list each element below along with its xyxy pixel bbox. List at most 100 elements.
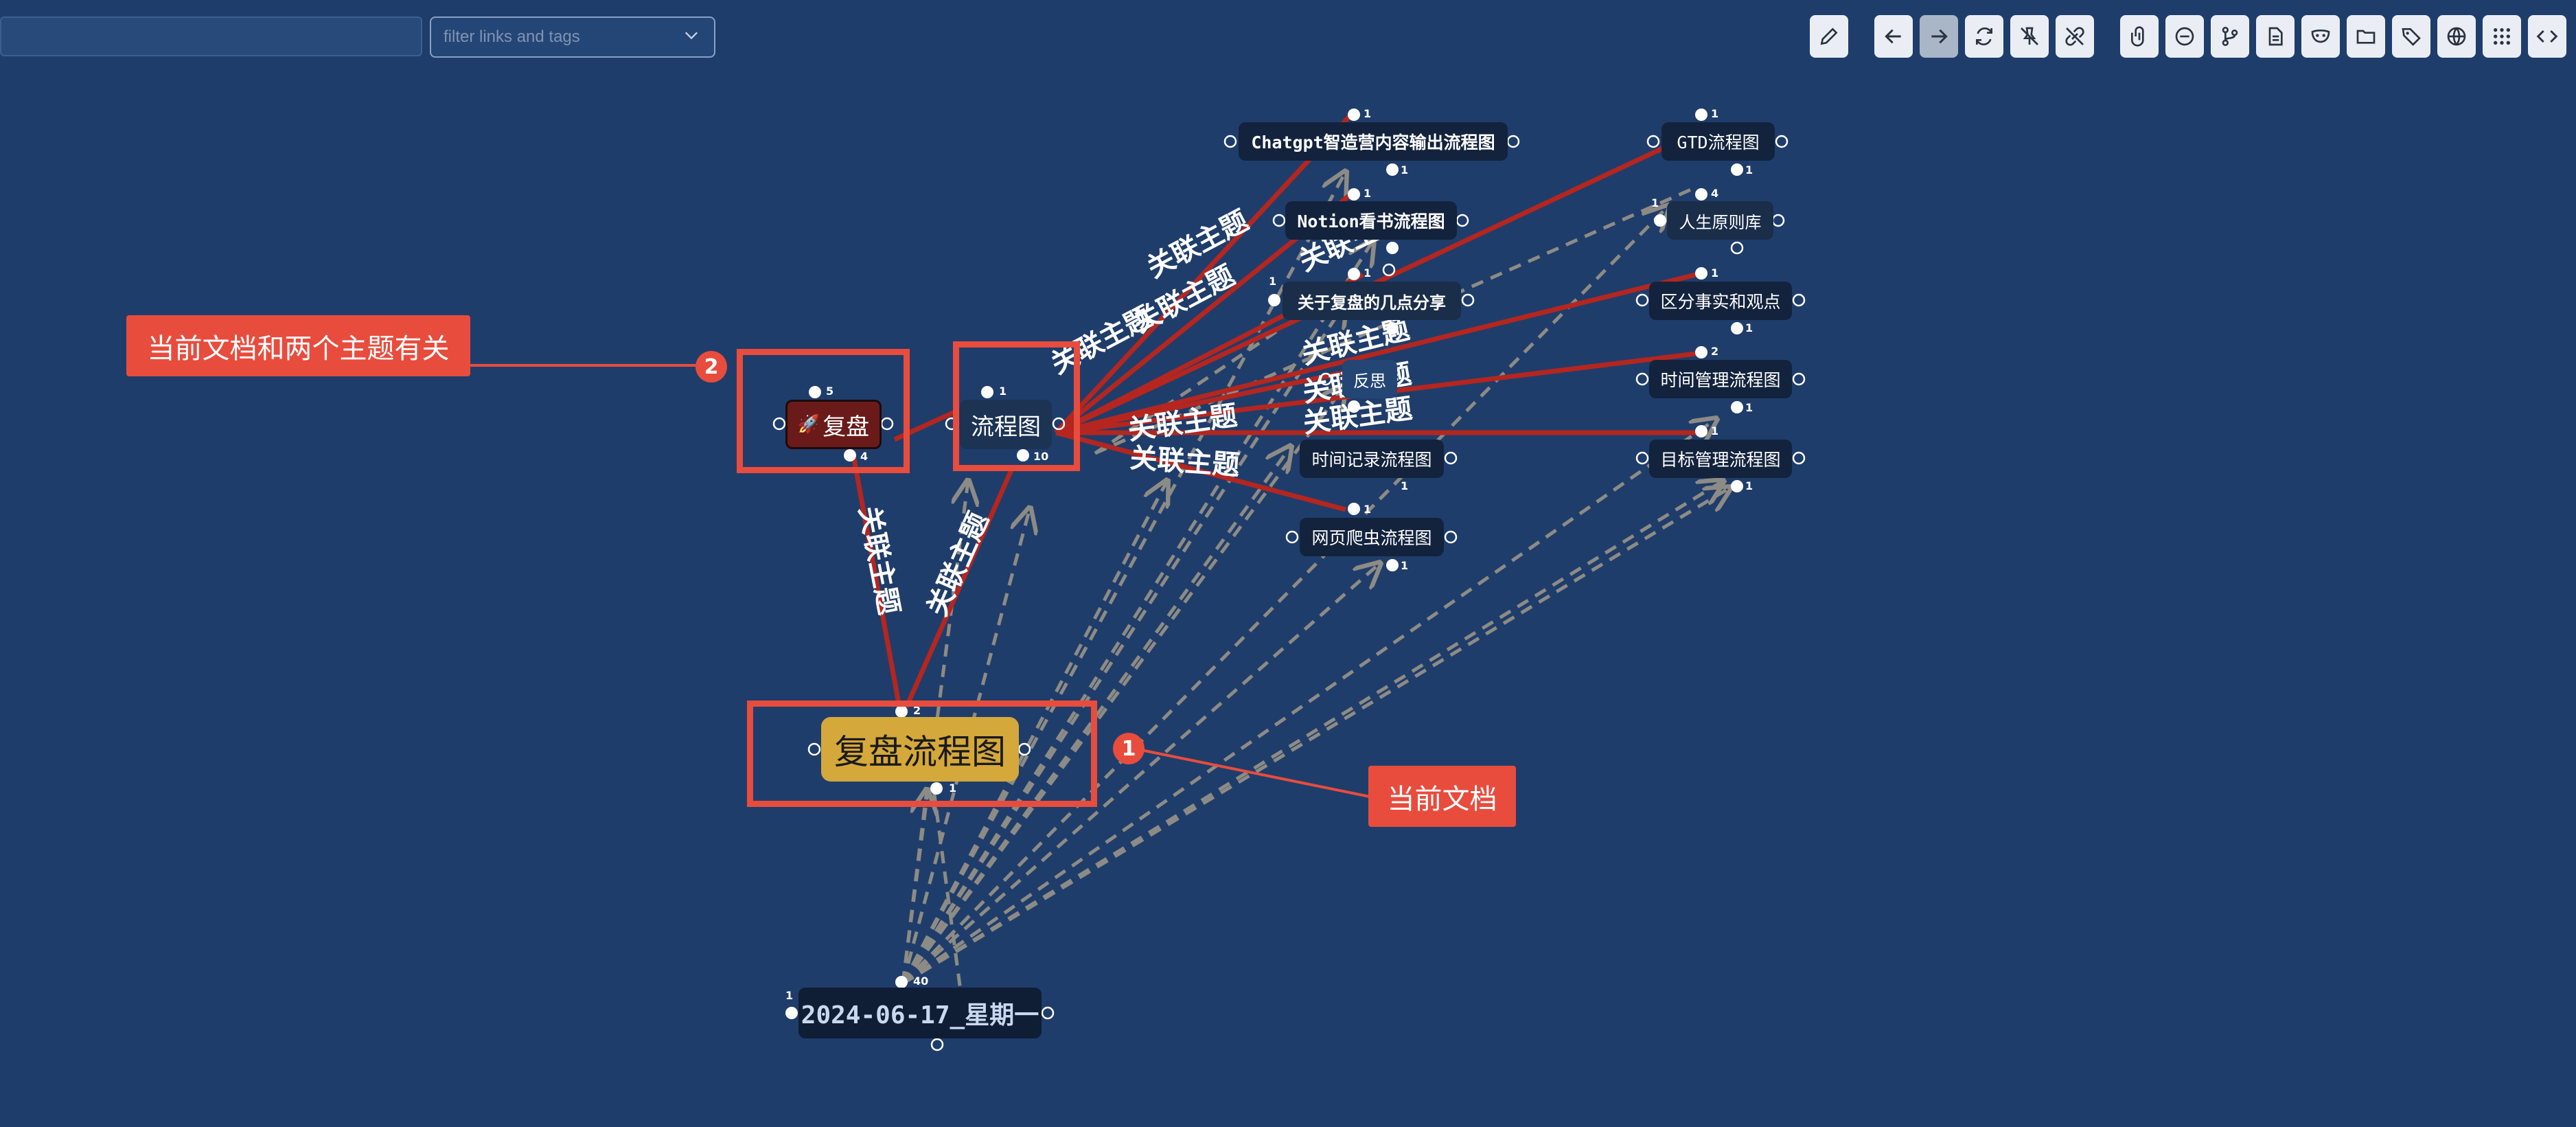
node-label: 目标管理流程图	[1660, 450, 1781, 470]
node-label: 时间管理流程图	[1660, 370, 1781, 390]
document-button[interactable]	[2256, 15, 2295, 58]
callout-current-doc: 当前文档	[1368, 766, 1516, 827]
node-count: 1	[1401, 163, 1409, 177]
badge-2: 2	[695, 351, 727, 383]
node-count: 1	[1364, 107, 1372, 120]
node-label: 反思	[1353, 371, 1386, 391]
branch-button[interactable]	[2211, 15, 2249, 58]
node-label: 2024-06-17_星期一	[801, 1001, 1039, 1029]
mask-icon	[2311, 30, 2330, 43]
refresh-button[interactable]	[1965, 15, 2003, 58]
node-count: 1	[785, 989, 794, 1002]
node-label: 时间记录流程图	[1311, 450, 1432, 470]
collapse-button[interactable]	[2165, 15, 2204, 58]
document-icon	[2268, 27, 2283, 46]
node-label: 网页爬虫流程图	[1311, 528, 1432, 548]
tag-icon	[2402, 28, 2421, 46]
node-count: 1	[1401, 559, 1409, 572]
web-button[interactable]	[2437, 15, 2476, 58]
node-label: 区分事实和观点	[1660, 292, 1781, 312]
edge-label: 关联主题	[921, 508, 995, 621]
filter-select[interactable]: filter links and tags	[430, 16, 715, 58]
filter-placeholder: filter links and tags	[444, 27, 580, 46]
node-count: 1	[1745, 479, 1753, 492]
node-count: 2	[1711, 345, 1719, 358]
badge-number: 1	[1121, 736, 1136, 761]
node-count: 10	[1033, 450, 1049, 463]
node-count: 1	[999, 385, 1007, 398]
paperclip-icon	[2131, 26, 2144, 47]
node-goal-mgmt[interactable]: 目标管理流程图	[1649, 440, 1792, 478]
search-input[interactable]	[0, 16, 422, 56]
edge-label: 关联主题	[1142, 205, 1254, 284]
callout-text: 当前文档	[1387, 783, 1497, 815]
node-fansi[interactable]: 反思	[1342, 360, 1397, 398]
unpin-button[interactable]	[2010, 15, 2049, 58]
globe-icon	[2447, 27, 2466, 46]
node-count: 1	[1364, 187, 1372, 200]
node-count: 1	[1711, 107, 1719, 120]
edge-label: 关联主题	[1129, 442, 1241, 481]
node-count: 1	[1745, 321, 1753, 334]
node-notion-flow[interactable]: Notion看书流程图	[1285, 201, 1457, 240]
node-fupan-share[interactable]: 关于复盘的几点分享	[1283, 282, 1461, 320]
code-icon	[2536, 30, 2558, 43]
tag-button[interactable]	[2392, 15, 2430, 58]
disconnect-button[interactable]	[2056, 15, 2094, 58]
node-crawler-flow[interactable]: 网页爬虫流程图	[1300, 518, 1444, 556]
node-gtd-flow[interactable]: GTD流程图	[1661, 122, 1775, 161]
mask-button[interactable]	[2301, 15, 2340, 58]
node-count: 1	[1711, 266, 1719, 280]
node-count: 1	[1364, 266, 1372, 280]
node-label: GTD流程图	[1677, 133, 1760, 152]
node-label: 流程图	[971, 413, 1041, 441]
toolbar-buttons	[1810, 15, 2566, 59]
node-label: 复盘	[823, 413, 870, 441]
refresh-icon	[1976, 27, 1992, 45]
forward-button[interactable]	[1920, 15, 1958, 58]
attachment-button[interactable]	[2120, 15, 2159, 58]
current-document-node[interactable]: 复盘流程图	[821, 717, 1019, 782]
folder-button[interactable]	[2347, 15, 2385, 58]
pencil-icon	[1820, 27, 1838, 45]
node-chatgpt-flow[interactable]: Chatgpt智造营内容输出流程图	[1239, 122, 1508, 161]
back-button[interactable]	[1874, 15, 1913, 58]
tag-node-fupan[interactable]: 🚀 复盘	[785, 400, 882, 449]
node-count: 1	[1269, 275, 1277, 288]
port-dots	[772, 109, 1806, 1051]
annotation-leaders	[470, 364, 1370, 798]
tag-node-flowchart[interactable]: 流程图	[960, 400, 1052, 449]
grid-icon	[2494, 28, 2510, 45]
callout-text: 当前文档和两个主题有关	[147, 332, 450, 365]
node-count: 4	[1711, 187, 1719, 200]
callout-related-topics: 当前文档和两个主题有关	[126, 315, 470, 376]
node-label: Notion看书流程图	[1297, 212, 1445, 231]
node-daily-note[interactable]: 2024-06-17_星期一	[798, 988, 1042, 1038]
edge-label: 关联主题	[853, 503, 905, 617]
node-facts-opinions[interactable]: 区分事实和观点	[1649, 282, 1792, 320]
node-count: 5	[826, 385, 834, 398]
arrow-right-icon	[1931, 29, 1948, 44]
node-count: 1	[1745, 163, 1753, 177]
highlight-box-flowchart	[953, 341, 1080, 471]
node-label: 复盘流程图	[834, 732, 1006, 772]
rocket-icon: 🚀	[797, 414, 820, 435]
highlight-box-current-doc	[747, 701, 1097, 807]
badge-number: 2	[704, 354, 719, 379]
node-principles[interactable]: 人生原则库	[1667, 201, 1773, 240]
code-button[interactable]	[2528, 15, 2566, 58]
node-time-record[interactable]: 时间记录流程图	[1300, 440, 1444, 478]
grid-button[interactable]	[2483, 15, 2521, 58]
node-label: 关于复盘的几点分享	[1298, 293, 1446, 312]
chevron-down-icon	[685, 32, 698, 40]
node-count: 1	[1401, 479, 1409, 492]
node-count: 1	[949, 782, 957, 795]
node-count: 40	[913, 975, 929, 988]
edit-button[interactable]	[1810, 15, 1848, 58]
node-count: 1	[1364, 503, 1372, 516]
node-time-mgmt[interactable]: 时间管理流程图	[1649, 360, 1792, 398]
node-count: 4	[860, 450, 869, 463]
node-label: 人生原则库	[1679, 212, 1762, 232]
badge-1: 1	[1113, 733, 1145, 764]
